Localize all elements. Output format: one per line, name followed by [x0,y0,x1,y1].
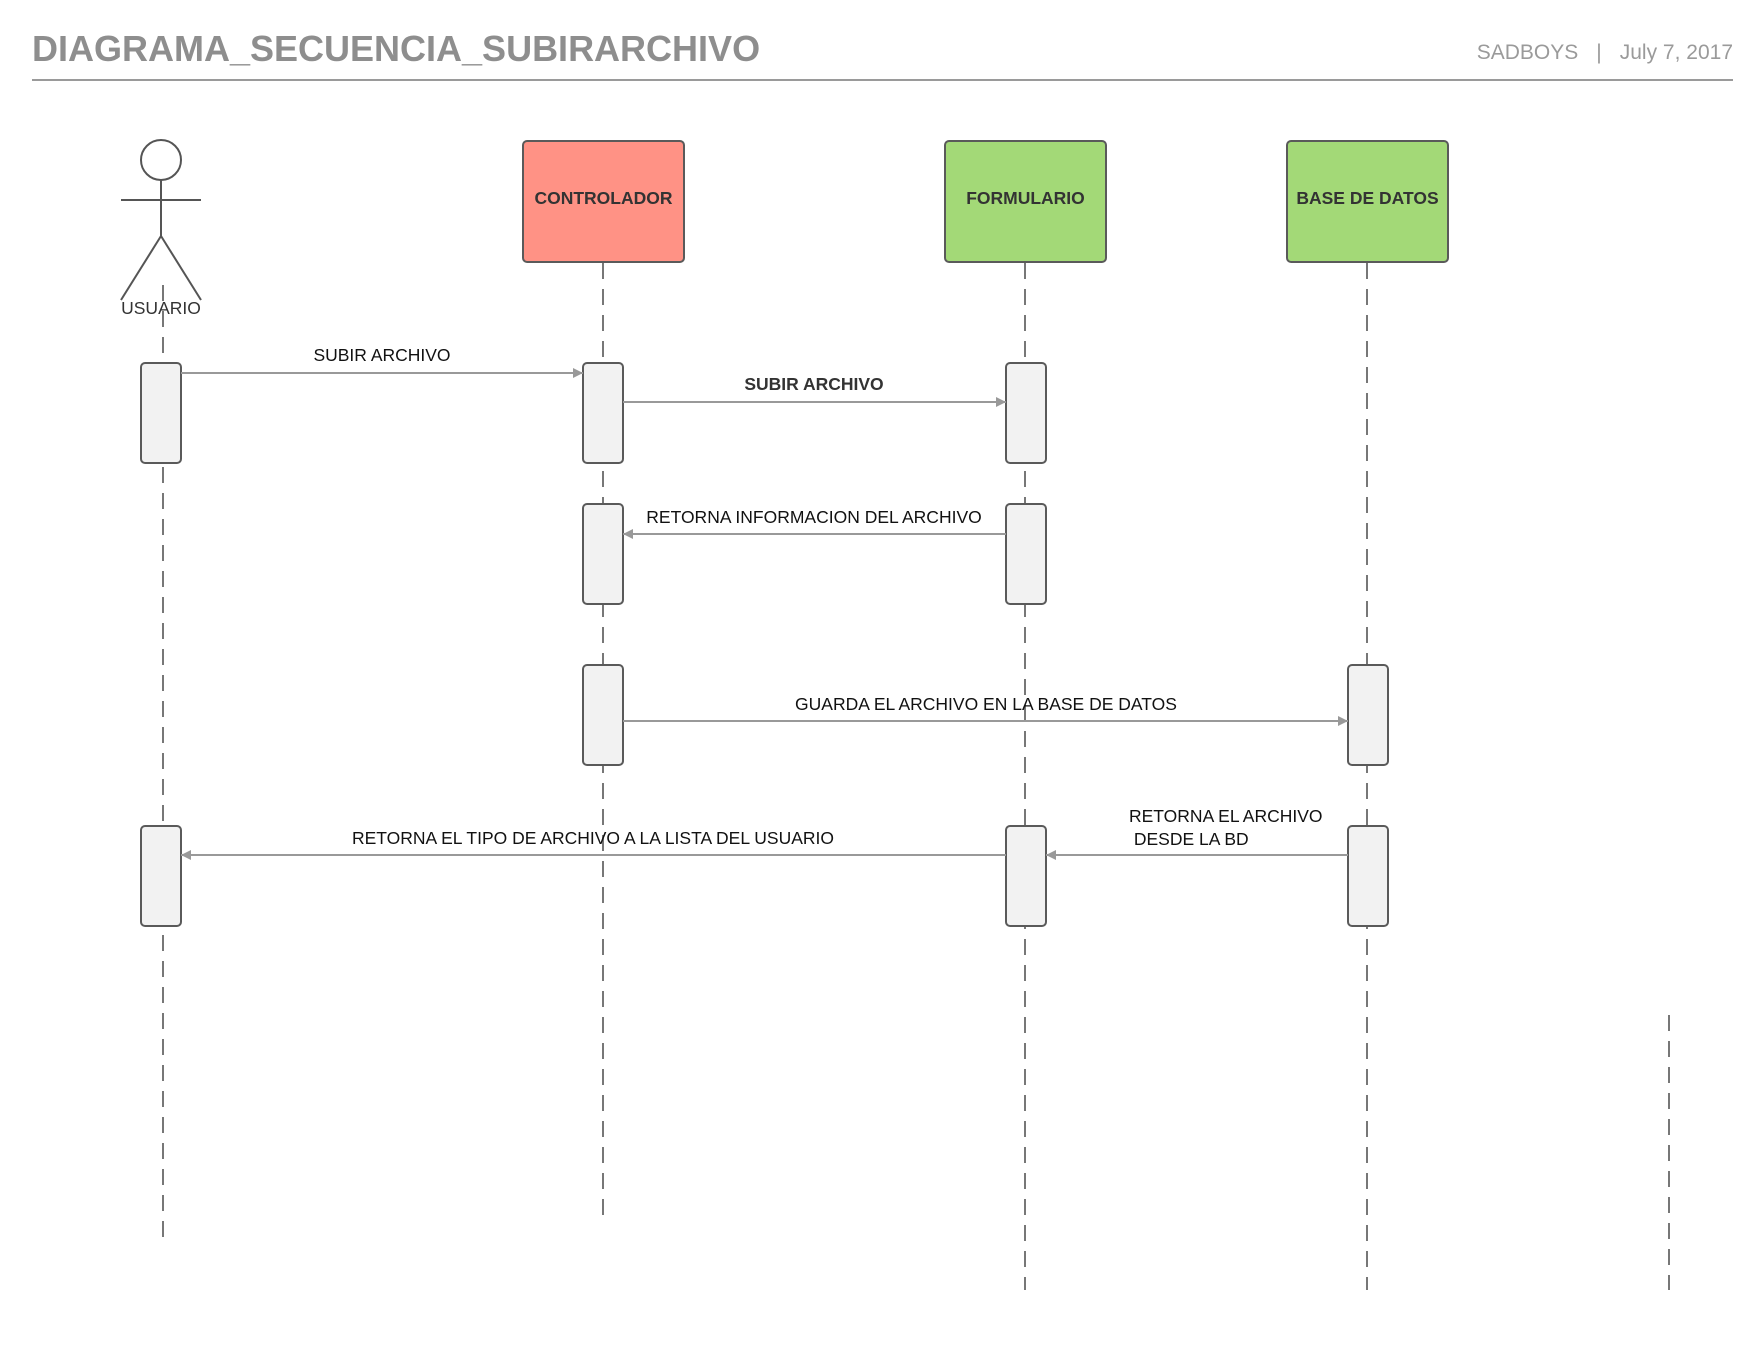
diagram-title: DIAGRAMA_SECUENCIA_SUBIRARCHIVO [32,28,761,69]
activation-controlador-2 [582,503,624,605]
activation-controlador-3 [582,664,624,766]
activation-controlador-1 [582,362,624,464]
activation-usuario-2 [140,825,182,927]
actor-head [140,139,182,181]
message-6: RETORNA EL TIPO DE ARCHIVO A LA LISTA DE… [181,828,1006,860]
message-2: SUBIR ARCHIVO [623,374,1006,407]
message-label-2: SUBIR ARCHIVO [744,374,883,394]
header-divider [32,79,1733,81]
actor-left-leg [120,235,162,301]
participant-box-controlador [522,140,685,263]
meta-separator: | [1596,41,1602,64]
message-5: RETORNA EL ARCHIVO DESDE LA BD [1046,806,1348,860]
message-3: RETORNA INFORMACION DEL ARCHIVO [623,507,1006,539]
activation-formulario-3 [1005,825,1047,927]
participant-label-basedatos: BASE DE DATOS [1296,188,1438,208]
activation-formulario-1 [1005,362,1047,464]
activation-basedatos-1 [1347,664,1389,766]
activation-basedatos-2 [1347,825,1389,927]
participant-label-controlador: CONTROLADOR [534,188,672,208]
activation-usuario-1 [140,362,182,464]
message-1: SUBIR ARCHIVO [181,345,583,378]
diagram-meta: SADBOYS | July 7, 2017 [1477,41,1733,65]
message-label-1: SUBIR ARCHIVO [313,345,450,365]
message-4: GUARDA EL ARCHIVO EN LA BASE DE DATOS [623,694,1348,726]
message-label-3: RETORNA INFORMACION DEL ARCHIVO [646,507,981,527]
participant-formulario: FORMULARIO [944,140,1107,263]
message-label-5-line-2: DESDE LA BD [1129,829,1249,849]
participant-controlador: CONTROLADOR [522,140,685,263]
participant-label-formulario: FORMULARIO [966,188,1085,208]
actor-usuario [120,139,202,301]
participant-box-formulario [944,140,1107,263]
message-label-4: GUARDA EL ARCHIVO EN LA BASE DE DATOS [795,694,1177,714]
participant-basedatos: BASE DE DATOS [1286,140,1449,263]
message-label-6: RETORNA EL TIPO DE ARCHIVO A LA LISTA DE… [352,828,834,848]
activation-bars [140,362,1389,927]
activation-formulario-2 [1005,503,1047,605]
lifelines [162,263,1670,1290]
actor-label-usuario: USUARIO [121,298,201,318]
message-label-5-line-1: RETORNA EL ARCHIVO [1129,806,1323,826]
author-label: SADBOYS [1476,41,1579,64]
date-label: July 7, 2017 [1619,41,1733,64]
actor-right-leg [160,235,202,301]
participant-box-basedatos [1286,140,1449,263]
